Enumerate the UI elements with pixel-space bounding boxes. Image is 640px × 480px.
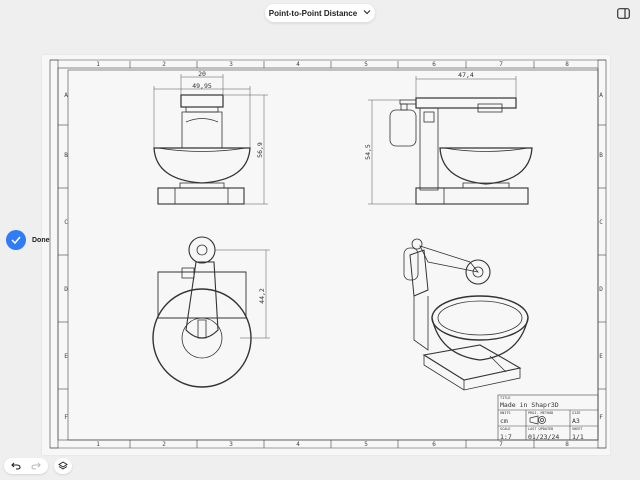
checkmark-icon — [6, 230, 26, 250]
col-label-top: 7 — [499, 61, 503, 68]
row-label-left: A — [64, 92, 68, 99]
col-label-top: 2 — [162, 61, 166, 68]
redo-icon — [31, 462, 41, 470]
drawing-sheet — [42, 55, 610, 455]
sheet-caption: SHEET — [572, 427, 583, 431]
col-label-bottom: 6 — [432, 441, 436, 448]
col-label-bottom: 8 — [565, 441, 569, 448]
row-label-right: C — [599, 219, 603, 226]
projection-caption: PROJ. METHOD — [528, 411, 553, 415]
col-label-bottom: 7 — [499, 441, 503, 448]
projection-method-icon — [529, 415, 546, 425]
row-label-right: A — [599, 92, 603, 99]
scale-value: 1:7 — [500, 433, 512, 441]
sheet-value: 1/1 — [572, 433, 584, 441]
layers-button[interactable] — [54, 458, 72, 474]
split-view-button[interactable] — [616, 6, 631, 20]
redo-button[interactable] — [26, 462, 46, 470]
split-view-icon — [617, 7, 630, 19]
top-view — [152, 236, 270, 388]
done-button[interactable]: Done — [6, 230, 50, 250]
dimension-label: 47,4 — [458, 71, 474, 79]
size-caption: SIZE — [572, 411, 580, 415]
col-label-top: 5 — [364, 61, 368, 68]
units-value: cm — [500, 417, 508, 425]
undo-button[interactable] — [6, 462, 26, 470]
col-label-top: 1 — [96, 61, 100, 68]
col-label-top: 3 — [229, 61, 233, 68]
front-view — [153, 74, 268, 205]
col-label-bottom: 3 — [229, 441, 233, 448]
updated-value: 01/23/24 — [528, 433, 559, 441]
units-caption: UNITS — [500, 411, 511, 415]
dimension-label: 56,9 — [256, 142, 264, 158]
col-label-bottom: 2 — [162, 441, 166, 448]
grid-ticks — [58, 61, 606, 448]
title-block — [497, 394, 599, 441]
measure-mode-dropdown[interactable]: Point-to-Point Distance — [265, 4, 375, 22]
done-label: Done — [32, 236, 50, 244]
col-label-top: 6 — [432, 61, 436, 68]
title-caption: TITLE — [500, 396, 511, 400]
undo-redo-group — [4, 458, 48, 474]
col-label-top: 4 — [296, 61, 300, 68]
outer-frame — [57, 67, 599, 441]
inner-frame — [67, 69, 599, 441]
row-label-right: F — [599, 414, 603, 421]
side-view — [368, 76, 533, 205]
col-label-top: 8 — [565, 61, 569, 68]
col-label-bottom: 5 — [364, 441, 368, 448]
row-label-left: C — [64, 219, 68, 226]
row-label-left: F — [64, 414, 68, 421]
measure-mode-label: Point-to-Point Distance — [268, 8, 358, 18]
dimension-label: 54,5 — [364, 144, 372, 160]
isometric-view — [403, 238, 529, 391]
row-label-left: E — [64, 353, 68, 360]
row-label-right: D — [599, 286, 603, 293]
col-label-bottom: 1 — [96, 441, 100, 448]
chevron-down-icon — [363, 9, 371, 17]
row-label-right: B — [599, 152, 603, 159]
row-label-left: B — [64, 152, 68, 159]
updated-caption: LAST UPDATED — [528, 427, 553, 431]
row-label-right: E — [599, 353, 603, 360]
dimension-label: 49,95 — [192, 82, 212, 90]
scale-caption: SCALE — [500, 427, 511, 431]
size-value: A3 — [572, 417, 580, 425]
title-value: Made in Shapr3D — [500, 401, 559, 409]
layers-icon — [58, 461, 68, 470]
undo-icon — [11, 462, 21, 470]
row-label-left: D — [64, 286, 68, 293]
dimension-label: 44,2 — [258, 288, 266, 304]
dimension-label: 20 — [198, 70, 206, 78]
col-label-bottom: 4 — [296, 441, 300, 448]
